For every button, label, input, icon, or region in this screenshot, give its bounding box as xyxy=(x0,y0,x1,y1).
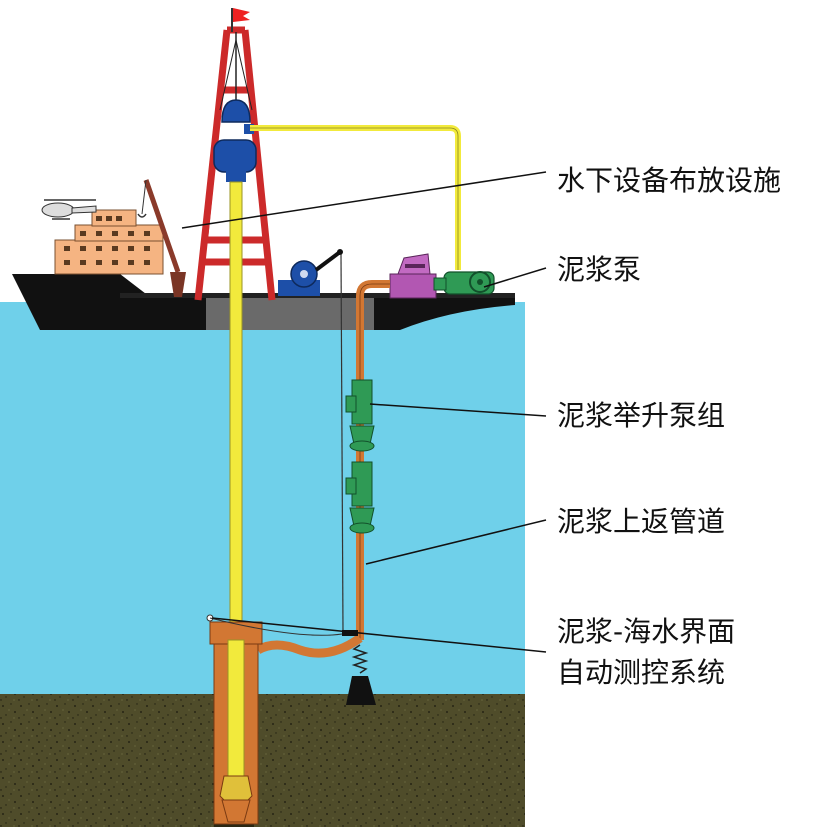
label-deploy: 水下设备布放设施 xyxy=(557,164,781,197)
anchor-weight xyxy=(346,676,376,705)
leader-mud-pump xyxy=(483,267,547,288)
leader-deploy xyxy=(181,171,547,229)
leader-lift-pumps xyxy=(369,403,547,417)
mud-hose xyxy=(250,125,461,270)
label-mud-pump: 泥浆泵 xyxy=(557,253,641,286)
label-interface-line2: 自动测控系统 xyxy=(557,656,725,689)
leader-return-pipe xyxy=(365,519,547,565)
wellhead xyxy=(209,621,263,825)
winch xyxy=(278,249,343,296)
label-interface-line1: 泥浆-海水界面 xyxy=(557,615,735,648)
leader-interface xyxy=(211,617,547,653)
winch-line xyxy=(340,253,344,633)
lift-pump-1 xyxy=(345,379,375,452)
helicopter xyxy=(41,199,97,220)
label-lift-pumps: 泥浆举升泵组 xyxy=(557,399,725,432)
deck-crane xyxy=(137,179,186,297)
lift-pump-2 xyxy=(345,461,375,534)
top-drive xyxy=(213,99,257,182)
seabed xyxy=(0,694,525,827)
ship-superstructure xyxy=(54,209,164,275)
spring xyxy=(351,644,369,674)
mud-pump xyxy=(433,271,495,295)
clamp xyxy=(342,630,358,636)
mud-pump-unit xyxy=(389,253,437,299)
label-return-pipe: 泥浆上返管道 xyxy=(557,505,725,538)
flex-hose xyxy=(255,634,363,658)
flag xyxy=(233,8,250,22)
